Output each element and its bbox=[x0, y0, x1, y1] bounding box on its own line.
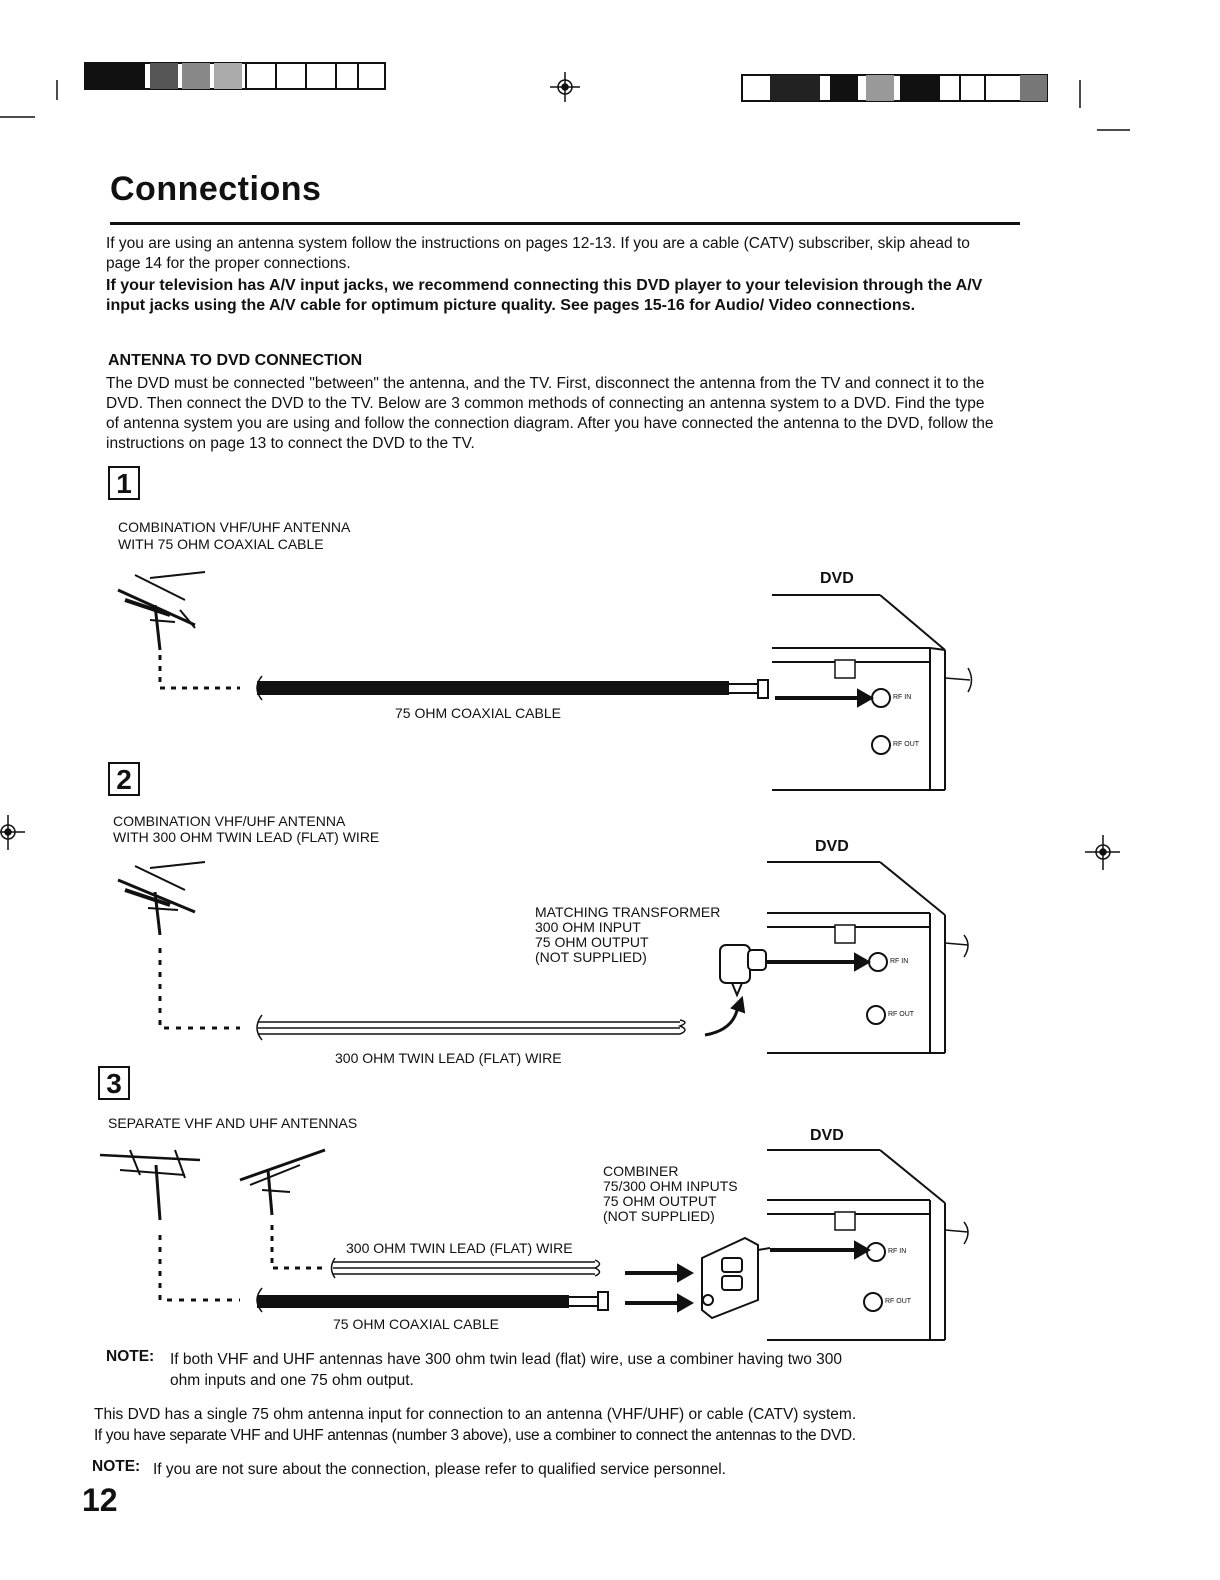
dvd-label: DVD bbox=[810, 1127, 844, 1144]
uhf-antenna-icon bbox=[239, 1148, 326, 1216]
vhf-antenna-icon bbox=[99, 1149, 201, 1221]
registration-mark-right bbox=[1085, 835, 1120, 870]
rf-out-label: RF OUT bbox=[885, 1298, 912, 1305]
section-text: The DVD must be connected "between" the … bbox=[106, 375, 994, 452]
rf-out-label: RF OUT bbox=[888, 1011, 915, 1018]
color-bar-left bbox=[84, 62, 386, 90]
twin-lead-label: 300 OHM TWIN LEAD (FLAT) WIRE bbox=[346, 1240, 573, 1256]
section-heading: ANTENNA TO DVD CONNECTION bbox=[108, 352, 363, 369]
diagram-1-caption-line2: WITH 75 OHM COAXIAL CABLE bbox=[118, 536, 324, 552]
diagram-3-artwork bbox=[99, 1148, 969, 1341]
antenna-icon bbox=[117, 571, 206, 651]
transformer-label-line2: 300 OHM INPUT bbox=[535, 919, 641, 935]
diagram-number-2: 2 bbox=[108, 762, 140, 796]
page-number: 12 bbox=[82, 1482, 118, 1518]
cable-label: 75 OHM COAXIAL CABLE bbox=[395, 705, 561, 721]
transformer-label-line3: 75 OHM OUTPUT bbox=[535, 934, 649, 950]
combiner-label-line3: 75 OHM OUTPUT bbox=[603, 1193, 717, 1209]
registration-mark-top bbox=[550, 72, 580, 102]
page-title: Connections bbox=[110, 170, 322, 208]
diagram-1-artwork bbox=[117, 571, 973, 791]
combiner-label-line2: 75/300 OHM INPUTS bbox=[603, 1178, 738, 1194]
note-label: NOTE: bbox=[92, 1458, 141, 1475]
diagram-1-caption-line1: COMBINATION VHF/UHF ANTENNA bbox=[118, 519, 351, 535]
note-line: This DVD has a single 75 ohm antenna inp… bbox=[94, 1406, 857, 1423]
antenna-icon bbox=[117, 861, 206, 936]
combiner-label-line4: (NOT SUPPLIED) bbox=[603, 1208, 715, 1224]
intro-bold-text: If your television has A/V input jacks, … bbox=[106, 277, 983, 314]
diagram-number-1: 1 bbox=[108, 466, 140, 500]
combiner-icon bbox=[701, 1236, 771, 1320]
cable-label: 300 OHM TWIN LEAD (FLAT) WIRE bbox=[335, 1050, 562, 1066]
note-line: ohm inputs and one 75 ohm output. bbox=[170, 1372, 414, 1389]
registration-mark-left bbox=[0, 815, 25, 850]
note-line: If you have separate VHF and UHF antenna… bbox=[94, 1427, 856, 1444]
combiner-label-line1: COMBINER bbox=[603, 1163, 679, 1179]
rf-in-label: RF IN bbox=[890, 958, 909, 965]
transformer-label-line4: (NOT SUPPLIED) bbox=[535, 949, 647, 965]
transformer-label-line1: MATCHING TRANSFORMER bbox=[535, 904, 721, 920]
diagram-2-artwork bbox=[117, 861, 969, 1054]
note-label: NOTE: bbox=[106, 1348, 155, 1365]
dvd-label: DVD bbox=[815, 838, 849, 855]
matching-transformer-icon bbox=[719, 944, 767, 998]
diagram-2-caption-line1: COMBINATION VHF/UHF ANTENNA bbox=[113, 813, 346, 829]
dvd-label: DVD bbox=[820, 570, 854, 587]
intro-text: If you are using an antenna system follo… bbox=[106, 235, 970, 272]
coax-label: 75 OHM COAXIAL CABLE bbox=[333, 1316, 499, 1332]
note-line: If both VHF and UHF antennas have 300 oh… bbox=[170, 1351, 843, 1368]
diagram-3-caption-line1: SEPARATE VHF AND UHF ANTENNAS bbox=[108, 1115, 358, 1131]
color-bar-right bbox=[741, 74, 1048, 102]
diagram-number-3: 3 bbox=[98, 1066, 130, 1100]
rf-out-label: RF OUT bbox=[893, 741, 920, 748]
diagram-2-caption-line2: WITH 300 OHM TWIN LEAD (FLAT) WIRE bbox=[113, 829, 380, 845]
rf-in-label: RF IN bbox=[888, 1248, 907, 1255]
note-line: If you are not sure about the connection… bbox=[153, 1461, 726, 1478]
rf-in-label: RF IN bbox=[893, 694, 912, 701]
title-rule bbox=[110, 222, 1020, 225]
